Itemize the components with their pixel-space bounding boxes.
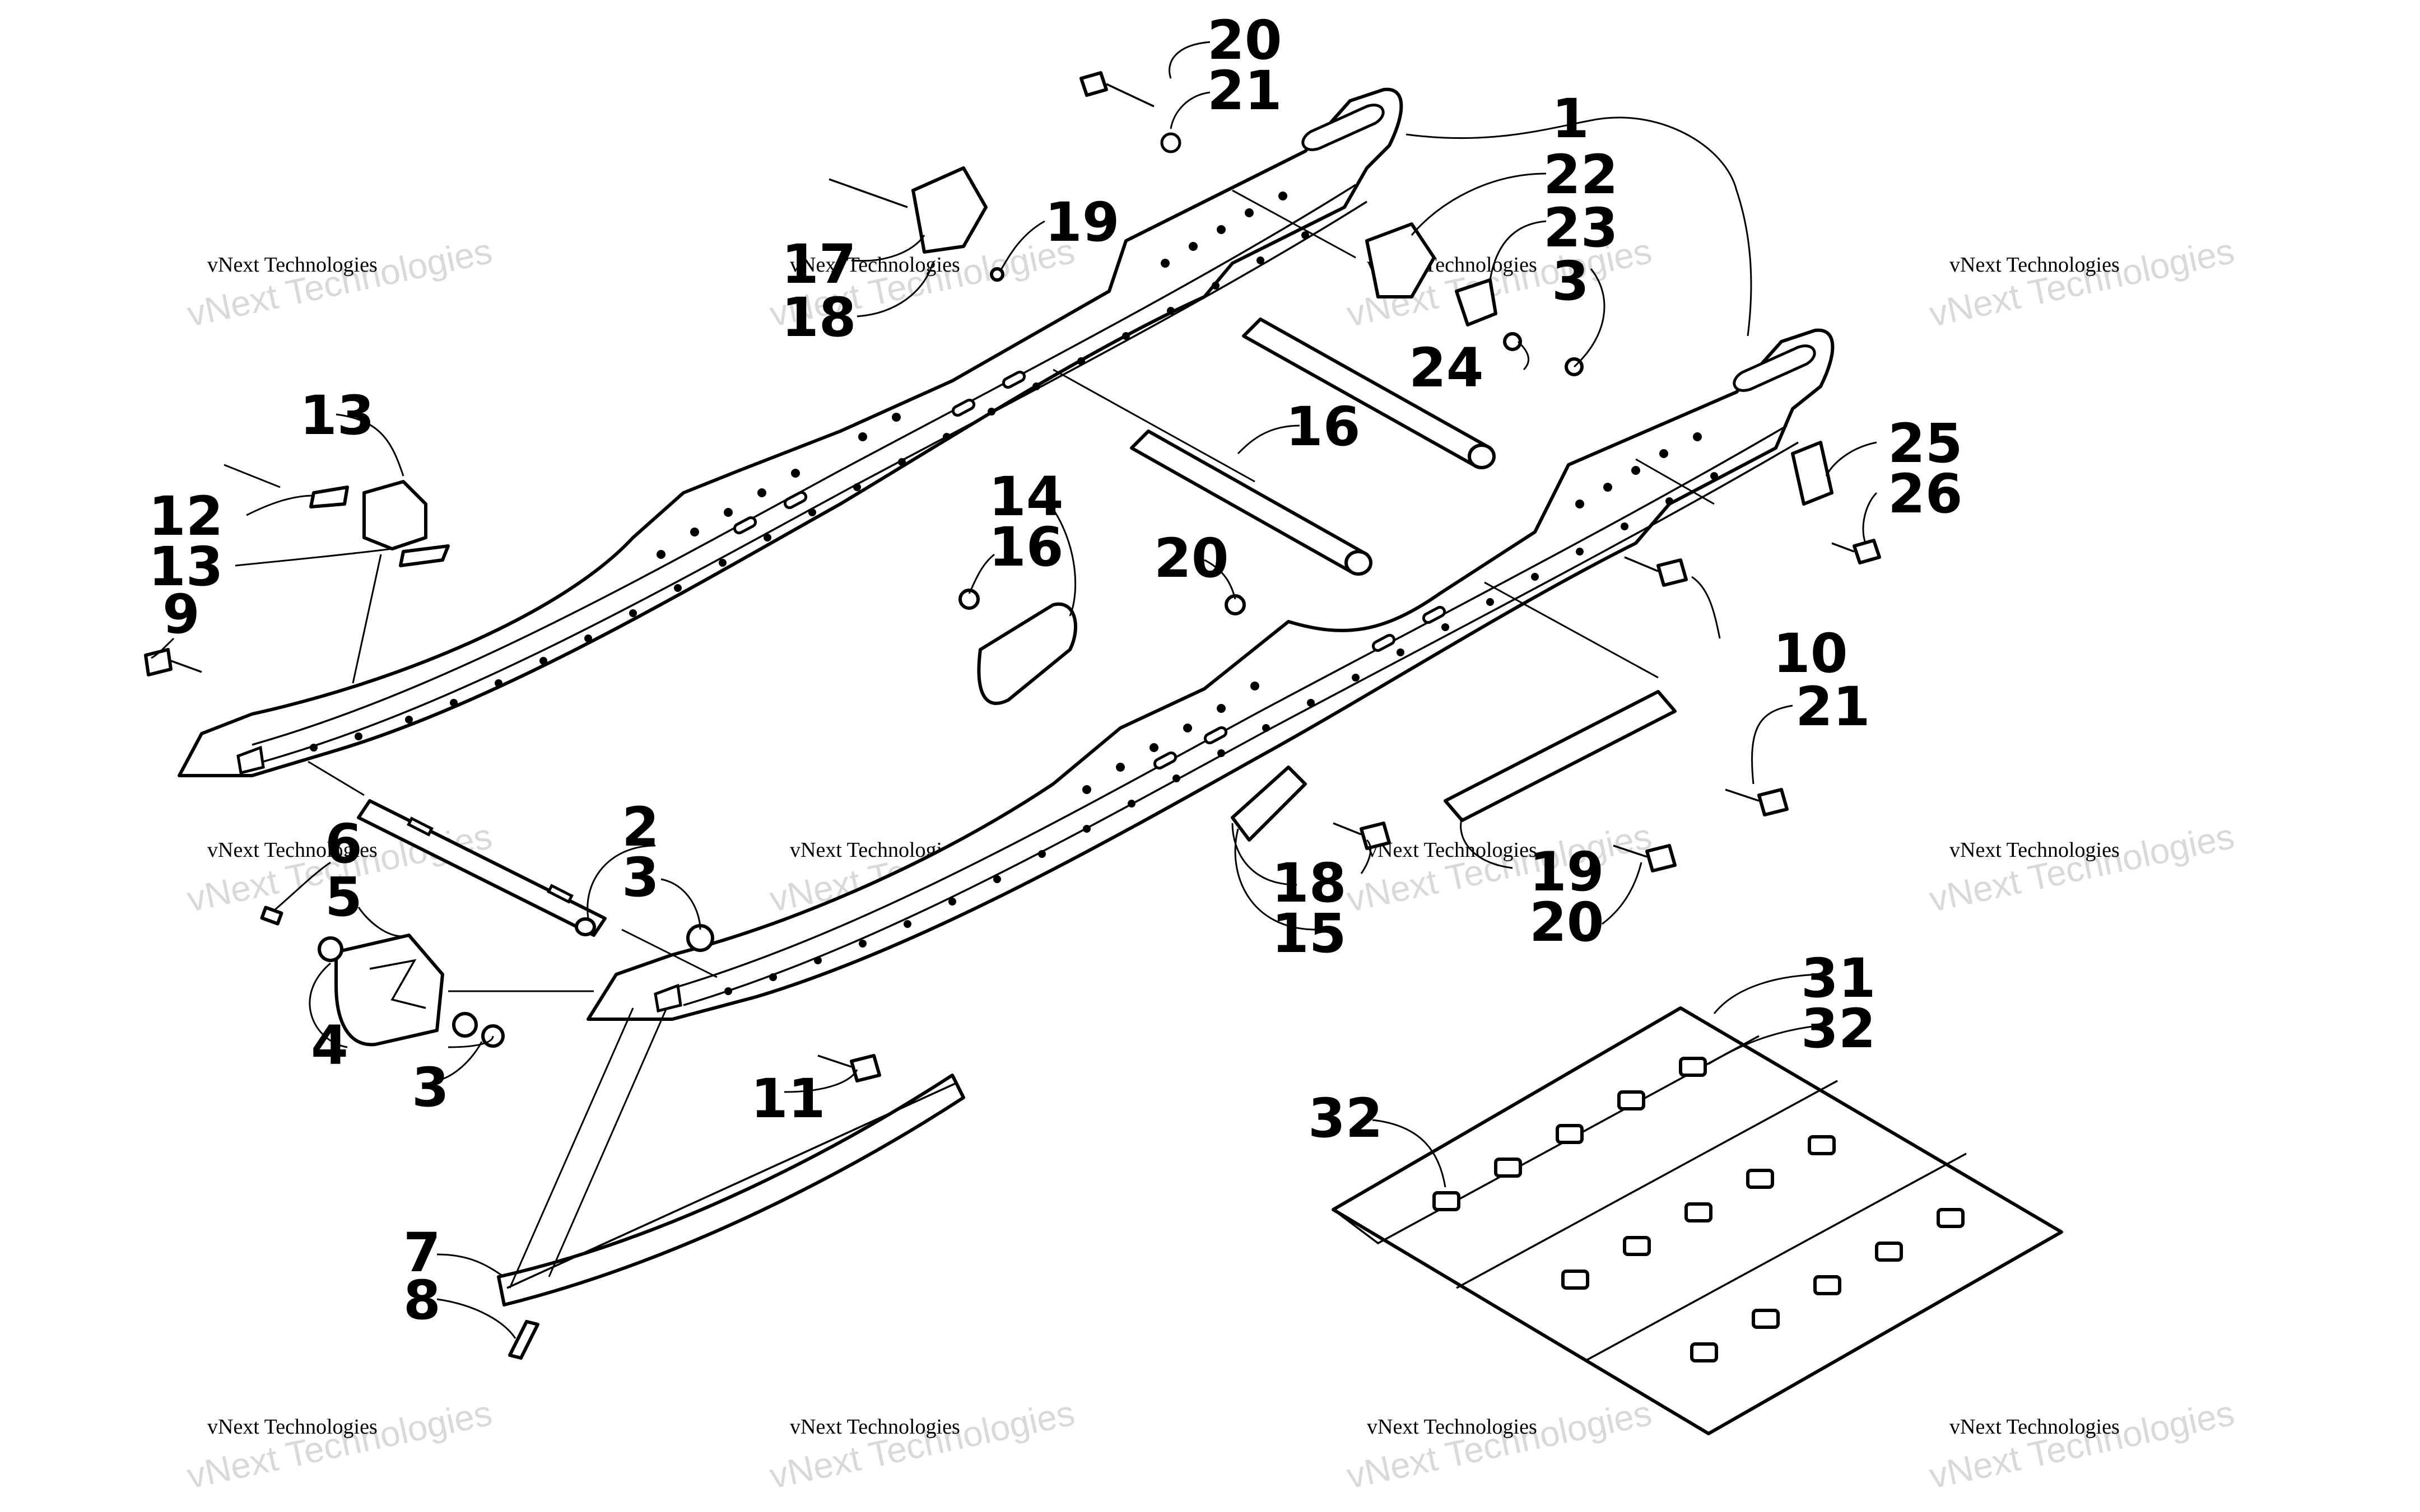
callout-leaders (151, 41, 1878, 1339)
callout-2: 2 (622, 796, 659, 858)
front-shaft (308, 760, 718, 978)
svg-text:vNext Technologies: vNext Technologies (1949, 1415, 2120, 1439)
svg-text:vNext Technologies: vNext Technologies (207, 838, 378, 862)
callout-1: 1 (1552, 87, 1589, 150)
callout-27: 23 (1543, 197, 1618, 259)
callout-16: 19 (1529, 841, 1604, 903)
svg-text:vNext Technologies: vNext Technologies (184, 1393, 496, 1497)
callout-15: 18 (1272, 852, 1347, 914)
callout-3: 3 (1552, 250, 1589, 312)
svg-text:vNext Technologies: vNext Technologies (207, 1415, 378, 1439)
front-stopper (260, 906, 714, 1048)
brackets (829, 166, 1833, 842)
track-section (1332, 1006, 2063, 1435)
callout-32: 32 (1308, 1087, 1383, 1150)
svg-text:vNext Technologies: vNext Technologies (1949, 838, 2120, 862)
hyfax-slide (497, 1007, 965, 1360)
svg-text:vNext Technologies: vNext Technologies (1343, 816, 1655, 920)
callout-labels: 20 21 1 22 23 3 24 19 17 18 16 25 26 13 … (148, 9, 1963, 1332)
cross-shafts (1053, 189, 1715, 679)
callout-4: 4 (311, 1014, 348, 1077)
svg-text:vNext Technologies: vNext Technologies (1367, 1415, 1537, 1439)
callout-21: 17 (781, 233, 857, 296)
watermark: vNext Technologies vNext Technologies (1926, 231, 2238, 335)
callout-3: 3 (412, 1056, 449, 1119)
callout-11: 13 (148, 535, 224, 598)
callout-23: 19 (1045, 191, 1120, 254)
watermark: vNext Technologies vNext Technologies (1926, 816, 2238, 920)
rail-upper (178, 87, 1403, 777)
callout-12: 13 (300, 384, 375, 447)
svg-text:vNext Technologies: vNext Technologies (1926, 231, 2238, 335)
callout-24: 20 (1207, 9, 1282, 72)
svg-text:vNext Technologies: vNext Technologies (790, 1415, 960, 1439)
callout-3: 3 (622, 846, 659, 909)
callout-5: 5 (325, 866, 362, 928)
svg-text:vNext Technologies: vNext Technologies (184, 231, 496, 335)
callout-25: 21 (1207, 59, 1282, 122)
callout-28: 24 (1409, 337, 1484, 399)
svg-text:vNext Technologies: vNext Technologies (766, 1393, 1078, 1497)
callout-7: 7 (403, 1221, 441, 1284)
callout-29: 25 (1888, 412, 1963, 475)
callout-22: 18 (781, 286, 857, 349)
watermark: vNext Technologies vNext Technologies (1926, 1393, 2238, 1497)
callout-30: 26 (1888, 463, 1963, 525)
callout-32: 32 (1801, 997, 1876, 1060)
callout-31: 31 (1801, 947, 1876, 1010)
svg-text:vNext Technologies: vNext Technologies (1949, 253, 2120, 277)
callout-10: 12 (148, 485, 224, 548)
callout-14: 16 (989, 516, 1064, 578)
svg-text:vNext Technologies: vNext Technologies (1367, 838, 1537, 862)
callout-18: 20 (1154, 527, 1229, 590)
callout-13: 14 (989, 465, 1064, 528)
watermark: vNext Technologies vNext Technologies (184, 231, 496, 335)
rear-bumper-bracket (224, 464, 450, 684)
callout-17: 20 (1529, 891, 1604, 954)
svg-text:vNext Technologies: vNext Technologies (207, 253, 378, 277)
watermark: vNext Technologies vNext Technologies (184, 1393, 496, 1497)
callout-13: 15 (1272, 902, 1347, 965)
callout-6: 6 (325, 813, 362, 875)
callout-9: 11 (751, 1067, 826, 1130)
watermark: vNext Technologies vNext Technologies (766, 1393, 1078, 1497)
callout-26: 22 (1543, 143, 1618, 206)
callout-9: 9 (162, 583, 200, 646)
svg-text:vNext Technologies: vNext Technologies (1926, 816, 2238, 920)
watermark: vNext Technologies vNext Technologies (1343, 1393, 1655, 1497)
callout-19: 21 (1795, 675, 1870, 738)
svg-text:vNext Technologies: vNext Technologies (1926, 1393, 2238, 1497)
svg-text:vNext Technologies: vNext Technologies (1343, 1393, 1655, 1497)
callout-9: 10 (1773, 622, 1848, 685)
callout-20: 16 (1286, 395, 1361, 458)
rail-lower (587, 328, 1835, 1021)
callout-8: 8 (403, 1269, 441, 1332)
watermark: vNext Technologies vNext Technologies (1343, 816, 1655, 920)
